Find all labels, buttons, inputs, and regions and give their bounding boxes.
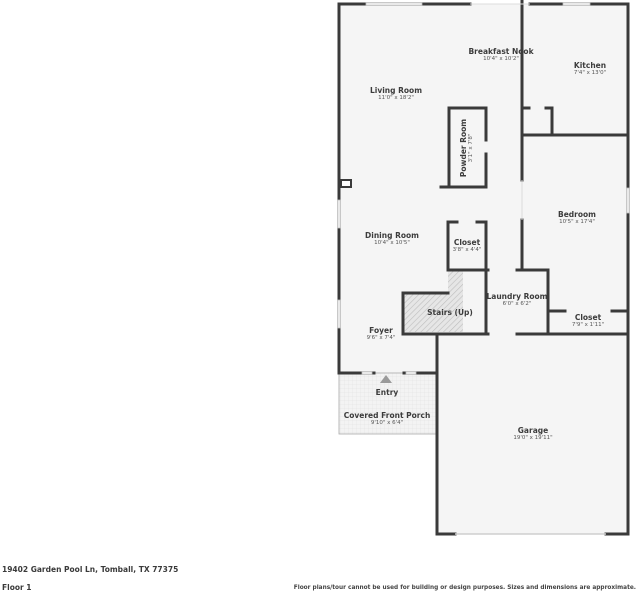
room-name: Powder Room — [459, 118, 468, 178]
room-dimensions: 3'1" x 7'8" — [468, 133, 474, 163]
entry-arrow-icon — [380, 375, 392, 383]
room-dimensions: 10'4" x 10'2" — [483, 56, 519, 62]
room-dimensions: 11'0" x 18'2" — [378, 95, 414, 101]
room-closet-2: Closet 7'9" x 1'11" — [572, 313, 604, 329]
room-covered-front-porch: Covered Front Porch 9'10" x 6'4" — [344, 411, 431, 427]
room-dimensions: 10'5" x 17'4" — [559, 219, 595, 225]
room-laundry-room: Laundry Room 6'0" x 6'2" — [487, 292, 548, 308]
room-name: Kitchen — [573, 61, 607, 70]
room-name: Stairs (Up) — [427, 308, 473, 317]
room-dimensions: 10'4" x 10'5" — [374, 240, 410, 246]
room-name: Breakfast Nook — [468, 47, 534, 56]
room-dimensions: 7'9" x 1'11" — [571, 322, 605, 328]
room-name: Garage — [517, 426, 549, 435]
room-entry: Entry — [376, 388, 399, 397]
disclaimer-text: Floor plans/tour cannot be used for buil… — [293, 585, 636, 591]
room-powder-room: Powder Room 3'1" x 7'8" — [459, 119, 475, 177]
room-name: Bedroom — [558, 210, 596, 219]
property-address: 19402 Garden Pool Ln, Tomball, TX 77375 — [2, 565, 179, 574]
room-bedroom: Bedroom 10'5" x 17'4" — [558, 210, 596, 226]
room-name: Dining Room — [365, 231, 419, 240]
room-dimensions: 9'10" x 6'4" — [370, 420, 404, 426]
room-dimensions: 7'4" x 13'0" — [573, 70, 607, 76]
room-garage: Garage 19'0" x 19'11" — [513, 426, 552, 442]
room-name: Closet — [574, 313, 602, 322]
room-name: Laundry Room — [486, 292, 548, 301]
room-name: Covered Front Porch — [343, 411, 431, 420]
room-name: Living Room — [369, 86, 423, 95]
room-closet: Closet 3'8" x 4'4" — [453, 238, 482, 254]
room-breakfast-nook: Breakfast Nook 10'4" x 10'2" — [468, 47, 533, 63]
room-dimensions: 3'8" x 4'4" — [452, 247, 482, 253]
room-name: Closet — [453, 238, 481, 247]
room-name: Entry — [375, 388, 399, 397]
floor-label: Floor 1 — [2, 583, 32, 592]
room-kitchen: Kitchen 7'4" x 13'0" — [574, 61, 606, 77]
room-dining-room: Dining Room 10'4" x 10'5" — [365, 231, 419, 247]
room-living-room: Living Room 11'0" x 18'2" — [370, 86, 422, 102]
room-dimensions: 19'0" x 19'11" — [513, 435, 553, 441]
room-dimensions: 6'0" x 6'2" — [502, 301, 532, 307]
room-stairs: Stairs (Up) — [427, 308, 473, 317]
room-dimensions: 9'6" x 7'4" — [366, 335, 396, 341]
room-name: Foyer — [369, 326, 393, 335]
room-foyer: Foyer 9'6" x 7'4" — [367, 326, 396, 342]
